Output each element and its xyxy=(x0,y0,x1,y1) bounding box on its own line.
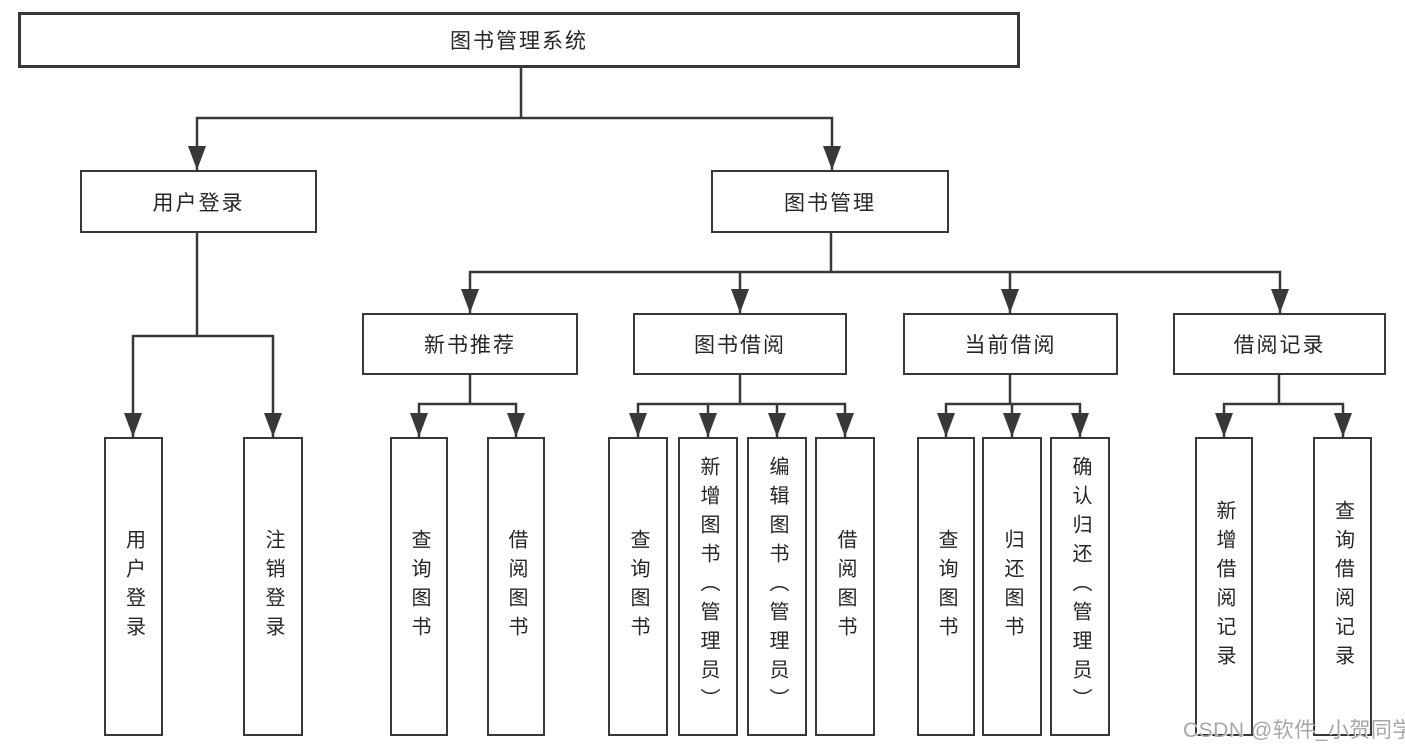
arrow-down-icon xyxy=(629,413,647,437)
arrow-down-icon xyxy=(1271,289,1289,313)
node-leaf-borrow-books: 借阅图书 xyxy=(815,437,875,736)
arrow-down-icon xyxy=(836,413,854,437)
node-label: 图书管理 xyxy=(784,191,876,215)
node-label: 新增图书（管理员） xyxy=(697,456,719,717)
node-label: 查询借阅记录 xyxy=(1331,499,1354,674)
node-label: 编辑图书（管理员） xyxy=(766,456,788,717)
node-leaf-query-books-borrow: 查询图书 xyxy=(608,437,668,736)
node-label: 查询图书 xyxy=(627,528,649,645)
node-label: 借阅记录 xyxy=(1233,334,1326,357)
arrow-down-icon xyxy=(1001,289,1019,313)
node-leaf-query-books-current: 查询图书 xyxy=(917,437,975,736)
node-book-management: 图书管理 xyxy=(711,170,949,233)
csdn-watermark: CSDN @软件_小贺同学 xyxy=(1183,719,1405,742)
connector-borrow-split xyxy=(636,402,847,437)
arrow-down-icon xyxy=(264,413,282,437)
node-label: 用户登录 xyxy=(122,528,145,645)
arrow-down-icon xyxy=(1071,413,1089,437)
node-label: 图书管理系统 xyxy=(450,30,588,53)
connector-root-split xyxy=(195,116,834,170)
connector-newbook-split xyxy=(417,402,518,437)
connector-records-split xyxy=(1222,402,1345,437)
connector-lines xyxy=(131,68,1345,437)
arrow-down-icon xyxy=(731,289,749,313)
node-label: 用户登录 xyxy=(152,191,245,215)
node-leaf-add-book-admin: 新增图书（管理员） xyxy=(678,437,738,736)
arrow-down-icon xyxy=(699,413,717,437)
arrow-down-icon xyxy=(410,413,428,437)
node-leaf-borrow-books-recommend: 借阅图书 xyxy=(487,437,545,736)
arrow-down-icon xyxy=(1334,413,1352,437)
node-leaf-confirm-return-admin: 确认归还（管理员） xyxy=(1050,437,1110,736)
node-label: 图书借阅 xyxy=(694,334,786,357)
arrowheads xyxy=(124,146,1352,437)
node-leaf-return-book: 归还图书 xyxy=(982,437,1042,736)
node-label: 当前借阅 xyxy=(964,334,1057,357)
arrow-down-icon xyxy=(1003,413,1021,437)
arrow-down-icon xyxy=(124,413,142,437)
node-book-borrowing: 图书借阅 xyxy=(633,313,847,375)
node-leaf-query-borrow-record: 查询借阅记录 xyxy=(1313,437,1372,736)
arrow-down-icon xyxy=(937,413,955,437)
node-leaf-edit-book-admin: 编辑图书（管理员） xyxy=(747,437,807,736)
node-label: 借阅图书 xyxy=(505,528,527,645)
node-label: 查询图书 xyxy=(935,528,957,645)
arrow-down-icon xyxy=(461,289,479,313)
node-label: 新书推荐 xyxy=(424,334,516,357)
node-label: 注销登录 xyxy=(262,528,284,645)
node-leaf-add-borrow-record: 新增借阅记录 xyxy=(1195,437,1253,736)
node-label: 确认归还（管理员） xyxy=(1069,456,1091,717)
node-label: 归还图书 xyxy=(1001,528,1023,645)
node-borrowing-records: 借阅记录 xyxy=(1173,313,1386,375)
node-leaf-logout: 注销登录 xyxy=(243,437,303,736)
node-leaf-user-login: 用户登录 xyxy=(104,437,163,736)
arrow-down-icon xyxy=(823,146,841,170)
node-label: 借阅图书 xyxy=(834,528,856,645)
arrow-down-icon xyxy=(188,146,206,170)
node-label: 新增借阅记录 xyxy=(1213,499,1235,674)
connector-userlogin-split xyxy=(131,334,275,437)
arrow-down-icon xyxy=(507,413,525,437)
node-leaf-query-books-recommend: 查询图书 xyxy=(390,437,448,736)
arrow-down-icon xyxy=(768,413,786,437)
connector-bookmgmt-split xyxy=(468,270,1282,313)
arrow-down-icon xyxy=(1215,413,1233,437)
node-user-login: 用户登录 xyxy=(80,170,317,233)
node-new-book-recommend: 新书推荐 xyxy=(362,313,578,375)
node-label: 查询图书 xyxy=(408,528,430,645)
node-current-borrowing: 当前借阅 xyxy=(903,313,1118,375)
node-root-library-system: 图书管理系统 xyxy=(18,12,1020,68)
